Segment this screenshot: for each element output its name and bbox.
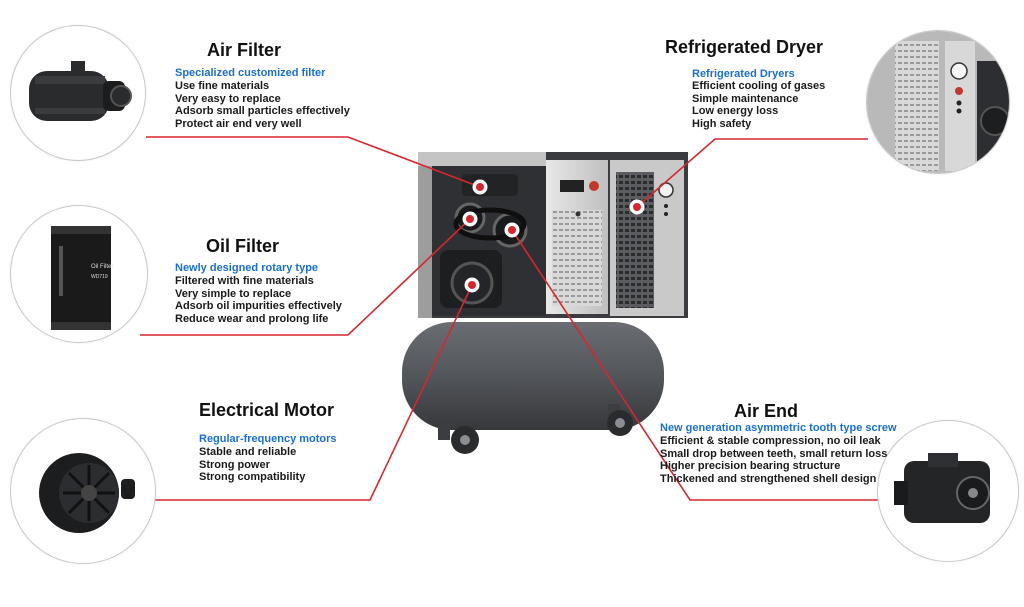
refrigerated-dryer-features: Efficient cooling of gases Simple mainte… [692, 80, 825, 130]
hotspot-electrical-motor-icon[interactable] [464, 277, 480, 293]
air-filter-subtitle: Specialized customized filter [175, 67, 326, 79]
hotspot-oil-filter-icon[interactable] [462, 211, 478, 227]
electrical-motor-title: Electrical Motor [199, 400, 335, 420]
feature-line: Efficient & stable compression, no oil l… [660, 435, 881, 447]
oil-filter-image: Oil Filter WD719 [10, 205, 148, 343]
air-end-image [877, 420, 1019, 562]
air-filter-title: Air Filter [207, 40, 282, 60]
electrical-motor-image [10, 418, 156, 564]
oil-filter-product-icon: Oil Filter WD719 [51, 226, 113, 330]
hotspot-air-end-icon[interactable] [504, 222, 520, 238]
feature-line: Use fine materials [175, 80, 270, 92]
air-filter-image [10, 25, 146, 161]
feature-line: Strong compatibility [199, 471, 306, 484]
leader-line-refrigerated-dryer [636, 138, 868, 208]
feature-line: Thickened and strengthened shell design [660, 472, 877, 485]
oil-filter-product-label: Oil Filter [91, 264, 113, 270]
wheel-left [451, 426, 479, 454]
feature-line: Very simple to replace [175, 287, 292, 300]
leader-line-air-filter [146, 136, 481, 188]
receiver-tank [402, 322, 664, 430]
feature-line: Simple maintenance [692, 92, 799, 105]
oil-filter-product-model: WD719 [91, 274, 108, 280]
wheel-right [607, 410, 633, 436]
air-filter-features: Use fine materials Very easy to replace … [175, 80, 350, 130]
dryer-product-icon [867, 31, 1009, 173]
feature-line: Protect air end very well [175, 117, 302, 130]
hotspots [462, 179, 645, 293]
feature-line: Higher precision bearing structure [660, 460, 841, 473]
leader-line-oil-filter [140, 218, 471, 336]
feature-line: Stable and reliable [199, 446, 297, 458]
air-end-product-icon [894, 453, 990, 523]
leader-line-electrical-motor [152, 284, 473, 501]
air-filter-product-icon [29, 61, 132, 121]
feature-line: Filtered with fine materials [175, 275, 314, 287]
air-end-features: Efficient & stable compression, no oil l… [660, 435, 887, 485]
feature-line: Small drop between teeth, small return l… [660, 447, 888, 460]
oil-filter-features: Filtered with fine materials Very simple… [175, 275, 342, 325]
refrigerated-dryer-subtitle: Refrigerated Dryers [692, 68, 795, 80]
refrigerated-dryer-title: Refrigerated Dryer [665, 37, 824, 57]
hotspot-air-filter-icon[interactable] [472, 179, 488, 195]
hotspot-refrigerated-dryer-icon[interactable] [629, 199, 645, 215]
motor-product-icon [39, 453, 135, 533]
feature-line: Adsorb oil impurities effectively [175, 300, 342, 313]
air-end-title: Air End [734, 401, 799, 421]
feature-line: Adsorb small particles effectively [175, 105, 350, 118]
feature-line: Strong power [199, 458, 270, 471]
electrical-motor-features: Stable and reliable Strong power Strong … [199, 446, 305, 484]
feature-line: Low energy loss [692, 105, 779, 118]
feature-line: Very easy to replace [175, 92, 281, 105]
refrigerated-dryer-image [866, 30, 1010, 174]
feature-line: Reduce wear and prolong life [175, 312, 329, 325]
oil-filter-subtitle: Newly designed rotary type [175, 262, 319, 274]
air-end-subtitle: New generation asymmetric tooth type scr… [660, 422, 897, 434]
feature-line: Efficient cooling of gases [692, 80, 826, 92]
leader-line-air-end [511, 229, 878, 501]
air-compressor-illustration [402, 152, 688, 454]
oil-filter-title: Oil Filter [206, 236, 280, 256]
leader-lines [140, 136, 878, 501]
electrical-motor-subtitle: Regular-frequency motors [199, 433, 337, 445]
feature-line: High safety [692, 117, 752, 130]
